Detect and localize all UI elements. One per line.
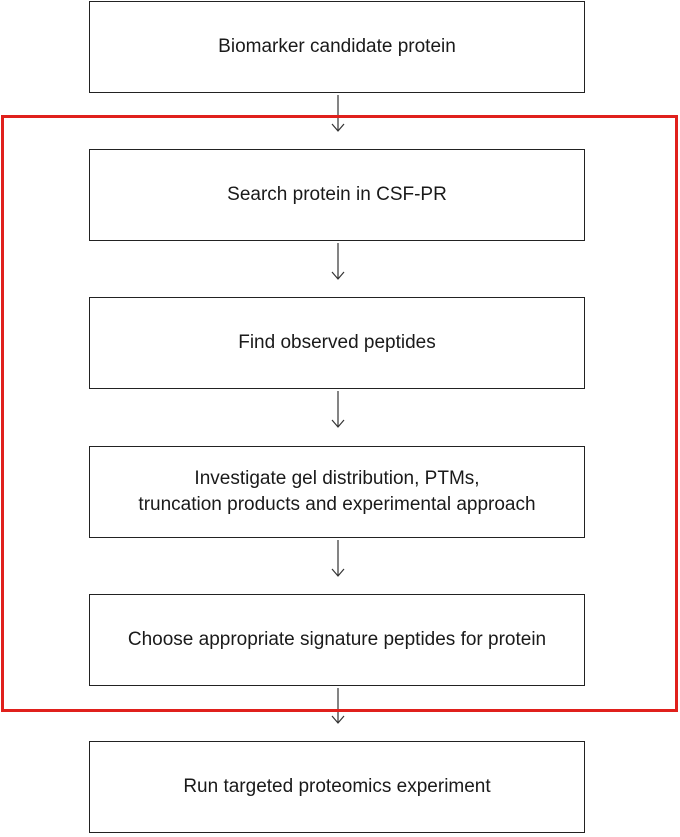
- step-label: Search protein in CSF-PR: [227, 184, 447, 206]
- arrow-3-to-4: [331, 391, 345, 428]
- step-run-targeted-proteomics: Run targeted proteomics experiment: [89, 741, 585, 833]
- step-label: Investigate gel distribution, PTMs, trun…: [138, 468, 536, 515]
- step-label: Run targeted proteomics experiment: [183, 776, 491, 798]
- arrow-5-to-6: [331, 688, 345, 724]
- step-label: Find observed peptides: [238, 332, 436, 354]
- step-investigate-distribution: Investigate gel distribution, PTMs, trun…: [89, 446, 585, 538]
- arrow-1-to-2: [331, 95, 345, 132]
- step-label: Biomarker candidate protein: [218, 36, 456, 58]
- step-find-observed-peptides: Find observed peptides: [89, 297, 585, 389]
- step-choose-signature-peptides: Choose appropriate signature peptides fo…: [89, 594, 585, 686]
- step-biomarker-candidate-protein: Biomarker candidate protein: [89, 1, 585, 93]
- step-label: Choose appropriate signature peptides fo…: [127, 629, 547, 651]
- step-search-protein: Search protein in CSF-PR: [89, 149, 585, 241]
- arrow-4-to-5: [331, 540, 345, 577]
- arrow-2-to-3: [331, 243, 345, 280]
